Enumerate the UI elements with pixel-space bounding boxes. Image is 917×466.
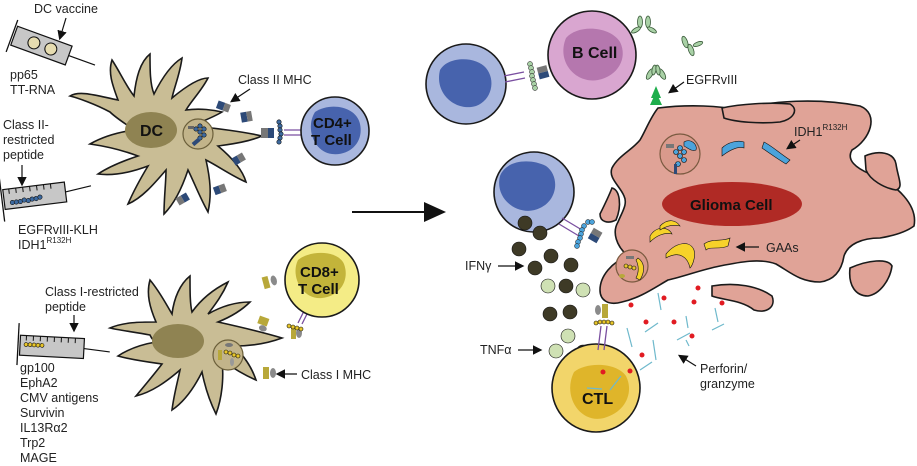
endosome-icon	[182, 118, 214, 150]
class-ii-peptide-label: peptide	[3, 148, 44, 162]
glioma-fragment	[848, 260, 893, 297]
mhc-i-molecules	[257, 275, 310, 379]
perforin-lines	[586, 292, 725, 391]
class-i-peptide-label: Class I-restricted	[45, 285, 139, 299]
glioma-cell: Glioma Cell IDH1R132H GAAs	[599, 100, 916, 312]
class-i-antigen: Trp2	[20, 436, 45, 450]
cd8-label: CD8+	[300, 264, 339, 281]
dendritic-cell-top: DC	[67, 52, 265, 216]
idh1-arrow	[786, 139, 801, 150]
gaa-shapes-icon	[649, 220, 731, 269]
egfrviii-marker	[650, 86, 662, 105]
egfrviii-label: EGFRvIII	[686, 73, 737, 87]
class-i-antigen-list: gp100 EphA2 CMV antigens Survivin IL13Rα…	[20, 361, 99, 465]
cd4-t-cell: CD4+ T Cell	[300, 96, 370, 166]
gaas-label: GAAs	[766, 241, 799, 255]
mhc-ii-molecules	[175, 100, 302, 206]
cd8-t-cell: CD8+ T Cell	[284, 242, 360, 318]
class-i-peptide-label: peptide	[45, 300, 86, 314]
dc-label: DC	[140, 123, 164, 140]
glioma-fragment	[721, 102, 796, 124]
ifn-gamma-dots	[511, 215, 591, 360]
antibodies-icon	[631, 15, 704, 80]
class-i-antigen: CMV antigens	[20, 391, 99, 405]
ctl-label: CTL	[582, 391, 613, 408]
dc-in-syringe-icon	[27, 36, 58, 56]
idh1-ribbon-icon	[721, 140, 791, 165]
perforin-label: granzyme	[700, 377, 755, 391]
dc-nucleus	[125, 112, 177, 148]
class-ii-peptide-syringe	[0, 177, 92, 222]
class-i-antigen: EphA2	[20, 376, 58, 390]
class-i-antigen: IL13Rα2	[20, 421, 68, 435]
b-cell: B Cell	[547, 10, 637, 100]
glioma-nucleus	[662, 182, 802, 226]
glioma-fragment	[864, 151, 901, 191]
class-ii-antigen: EGFRvIII-KLH	[18, 223, 98, 237]
class-ii-peptide-label: Class II-	[3, 118, 49, 132]
class-ii-mhc-label: Class II MHC	[238, 73, 312, 87]
dc-vaccine-syringe	[5, 19, 96, 66]
dc-vaccine-arrow	[57, 17, 67, 41]
egfrviii-arrow	[668, 81, 685, 94]
dendritic-cell-bottom	[107, 274, 285, 416]
dc-vaccine-antigen: TT-RNA	[10, 83, 56, 97]
ifn-gamma-label: IFNγ	[465, 259, 492, 273]
cd8-label: T Cell	[298, 281, 339, 298]
t-helper-cell-top	[425, 43, 507, 125]
class-ii-mhc-arrow	[230, 88, 251, 103]
idh1-label: IDH1R132H	[794, 123, 848, 139]
class-i-mhc-label: Class I MHC	[301, 368, 371, 382]
glioma-tcr-interaction	[558, 217, 603, 249]
perforin-arrow	[677, 354, 697, 367]
b-cell-tcr-interaction	[503, 61, 550, 91]
granzyme-dots	[600, 285, 725, 375]
dc-bottom-nucleus	[152, 324, 204, 358]
cd4-label: CD4+	[313, 115, 352, 132]
transition-arrow	[352, 202, 446, 222]
glioma-fragment	[711, 283, 774, 312]
presented-peptide-chain-icon	[276, 119, 284, 145]
class-i-peptide-beads-icon	[23, 342, 45, 348]
cd4-label: T Cell	[311, 132, 352, 149]
class-i-antigen: MAGE	[20, 451, 57, 465]
tnf-alpha-label: TNFα	[480, 343, 512, 357]
endosome-class-i-icon	[212, 339, 244, 371]
glioma-fragment	[599, 187, 621, 223]
presented-class-i-peptide-icon	[286, 323, 304, 332]
class-ii-peptide-label: restricted	[3, 133, 54, 147]
dc-vaccine-label: DC vaccine	[34, 2, 98, 16]
class-i-antigen: gp100	[20, 361, 55, 375]
perforin-label: Perforin/	[700, 362, 748, 376]
class-i-antigen: Survivin	[20, 406, 65, 420]
dc-vaccine-antigen: pp65	[10, 68, 38, 82]
class-i-peptide-syringe	[16, 323, 110, 366]
glioma-label: Glioma Cell	[690, 197, 773, 214]
class-ii-antigen: IDH1R132H	[18, 236, 72, 252]
ctl-tcr-interaction	[593, 304, 615, 351]
glioma-endosome-idh1-icon	[659, 133, 701, 175]
b-cell-label: B Cell	[572, 45, 617, 62]
class-ii-peptide-beads-icon	[9, 194, 43, 206]
glioma-endosome-class-i-icon	[615, 249, 649, 283]
t-helper-cell-middle	[493, 151, 575, 233]
